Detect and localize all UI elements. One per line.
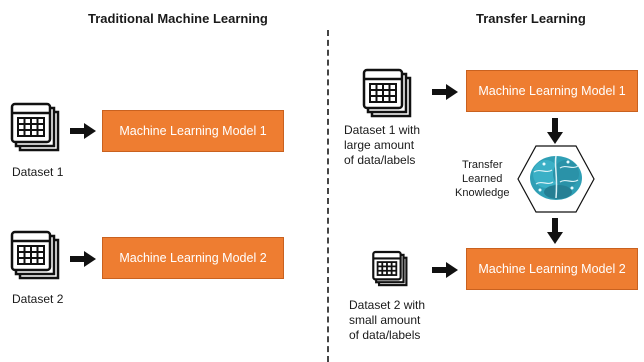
down-arrow-icon (547, 218, 563, 244)
model-box-right-2: Machine Learning Model 2 (466, 248, 638, 290)
model-box-left-2: Machine Learning Model 2 (102, 237, 284, 279)
right-arrow-icon (70, 251, 96, 267)
label-line: Knowledge (455, 187, 510, 199)
dataset-label-left-1: Dataset 1 (12, 165, 64, 179)
down-arrow-icon (547, 118, 563, 144)
model-box-right-1: Machine Learning Model 1 (466, 70, 638, 112)
dataset-table-icon (10, 230, 60, 280)
label-line: of data/labels (349, 328, 421, 342)
label-line: small amount (349, 313, 421, 327)
label-line: Dataset 1 with (344, 123, 421, 137)
label-line: Transfer (461, 159, 503, 171)
section-divider (327, 30, 329, 362)
brain-icon (517, 145, 595, 213)
dataset-table-icon (10, 102, 60, 152)
label-line: large amount (344, 138, 415, 152)
label-line: of data/labels (344, 153, 416, 167)
label-line: Dataset 2 with (349, 298, 426, 312)
dataset-label-right-1: Dataset 1 with large amount of data/labe… (344, 123, 420, 168)
transfer-knowledge-label: Transfer Learned Knowledge (455, 158, 509, 200)
right-heading: Transfer Learning (476, 11, 586, 26)
dataset-label-left-2: Dataset 2 (12, 292, 64, 306)
label-line: Learned (462, 173, 503, 185)
dataset-table-icon (362, 68, 412, 118)
right-arrow-icon (432, 84, 458, 100)
right-arrow-icon (432, 262, 458, 278)
model-box-left-1: Machine Learning Model 1 (102, 110, 284, 152)
right-arrow-icon (70, 123, 96, 139)
dataset-label-right-2: Dataset 2 with small amount of data/labe… (349, 298, 425, 343)
dataset-table-icon (372, 250, 408, 287)
left-heading: Traditional Machine Learning (88, 11, 268, 26)
